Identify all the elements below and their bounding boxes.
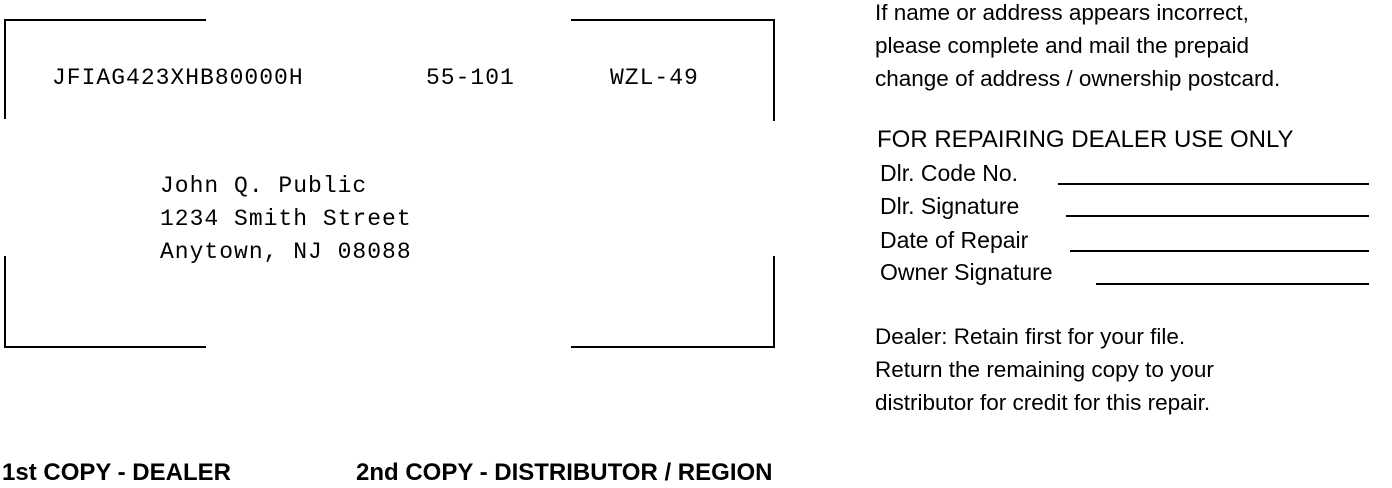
frame-right-bottom — [773, 256, 775, 348]
address-block: John Q. Public 1234 Smith Street Anytown… — [160, 170, 412, 269]
frame-top-right — [571, 19, 775, 21]
instruction-line: Dealer: Retain first for your file. — [875, 324, 1186, 349]
frame-bottom-left — [4, 346, 206, 348]
first-copy-label: 1st COPY - DEALER — [2, 459, 231, 486]
frame-top-left — [4, 19, 206, 21]
second-copy-label: 2nd COPY - DISTRIBUTOR / REGION — [356, 459, 773, 486]
address-name: John Q. Public — [160, 173, 368, 199]
notice-line: please complete and mail the prepaid — [875, 33, 1249, 58]
field-label-date-of-repair: Date of Repair — [880, 227, 1029, 253]
field-line-dealer-code[interactable] — [1058, 183, 1369, 185]
address-notice: If name or address appears incorrect, pl… — [875, 0, 1280, 95]
field-line-owner-signature[interactable] — [1096, 283, 1369, 285]
field-label-dealer-signature: Dlr. Signature — [880, 193, 1020, 219]
field-line-dealer-signature[interactable] — [1066, 215, 1369, 217]
field-label-owner-signature: Owner Signature — [880, 259, 1053, 285]
address-street: 1234 Smith Street — [160, 206, 412, 232]
notice-line: change of address / ownership postcard. — [875, 66, 1281, 91]
dealer-instructions: Dealer: Retain first for your file. Retu… — [875, 320, 1214, 419]
instruction-line: Return the remaining copy to your — [875, 357, 1214, 382]
dealer-section-heading: FOR REPAIRING DEALER USE ONLY — [877, 126, 1294, 153]
frame-bottom-right — [571, 346, 775, 348]
field-line-date-of-repair[interactable] — [1070, 250, 1369, 252]
notice-line: If name or address appears incorrect, — [875, 0, 1249, 25]
frame-left-bottom — [4, 256, 6, 348]
code-suffix: WZL-49 — [610, 65, 699, 91]
field-label-dealer-code: Dlr. Code No. — [880, 160, 1019, 186]
vin-code: JFIAG423XHB80000H — [52, 65, 304, 91]
address-city: Anytown, NJ 08088 — [160, 239, 412, 265]
code-number: 55-101 — [426, 65, 515, 91]
instruction-line: distributor for credit for this repair. — [875, 390, 1211, 415]
frame-right-top — [773, 19, 775, 121]
frame-left-top — [4, 19, 6, 119]
